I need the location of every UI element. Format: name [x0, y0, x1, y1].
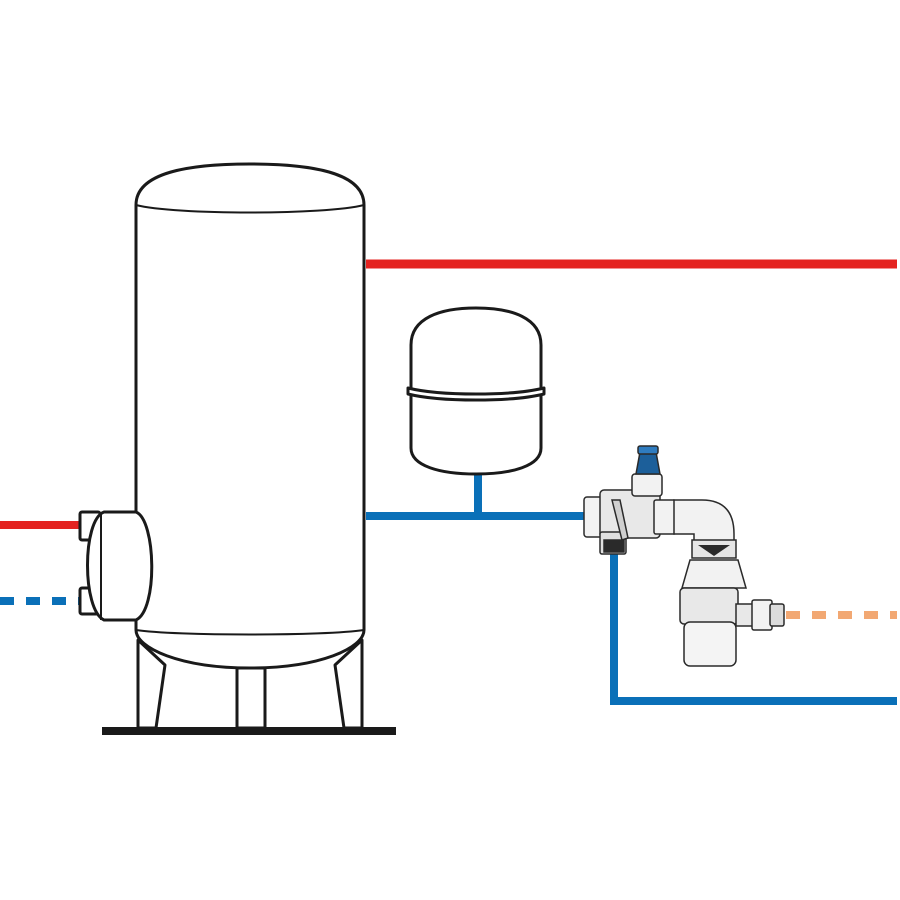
- tank-bottom-seam: [135, 629, 365, 636]
- safety-valve-group: [583, 445, 737, 559]
- tank-legs: [136, 638, 364, 730]
- tank-top-seam: [135, 204, 365, 214]
- drain-siphon: [679, 559, 785, 667]
- side-heating-flange: [78, 510, 154, 622]
- storage-tank: [134, 162, 366, 670]
- expansion-vessel: [406, 306, 546, 476]
- cold-supply-pipe: [610, 552, 897, 705]
